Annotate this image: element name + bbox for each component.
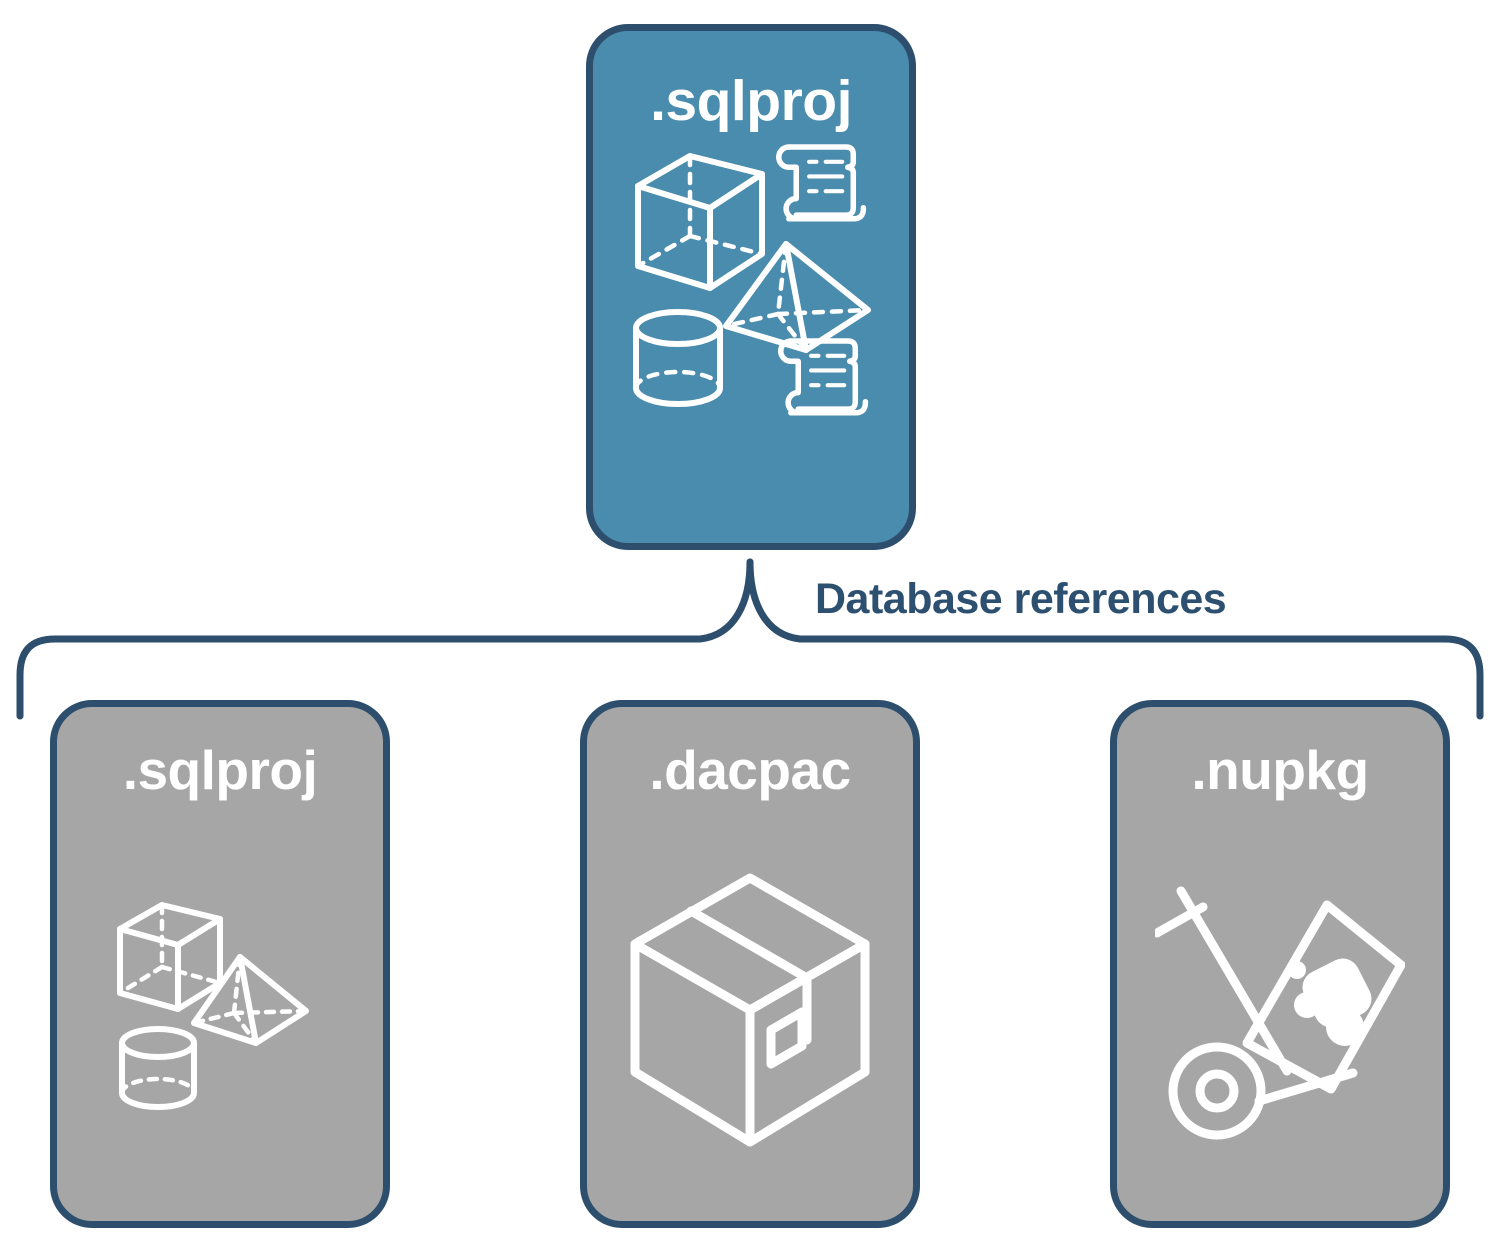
cube-icon: [635, 153, 765, 291]
node-reference-dacpac[interactable]: .dacpac: [580, 700, 920, 1228]
node-sqlproj-ref-title: .sqlproj: [122, 739, 318, 801]
brace-left-arm: [16, 558, 754, 720]
node-reference-sqlproj[interactable]: .sqlproj: [50, 700, 390, 1228]
root-icon-group: [633, 144, 871, 416]
node-dacpac-ref-title: .dacpac: [649, 739, 851, 801]
connector-label-database-references: Database references: [815, 575, 1227, 623]
node-nupkg-ref-icon-area: [1117, 798, 1443, 1221]
node-dacpac-ref-icon-area: [587, 798, 913, 1221]
scroll-icon: [778, 338, 869, 416]
shipping-box-icon: [630, 873, 870, 1146]
node-sqlproj-ref-icon-area: [57, 798, 383, 1221]
hand-truck-package-icon: [1155, 886, 1405, 1139]
node-nupkg-ref-title: .nupkg: [1191, 739, 1369, 801]
cylinder-icon: [119, 1025, 197, 1110]
cube-icon: [117, 901, 223, 1012]
pyramid-icon: [191, 953, 309, 1046]
cylinder-icon: [633, 309, 723, 407]
dolly-wheel: [1168, 1042, 1266, 1139]
pyramid-icon: [723, 241, 871, 353]
shapes-icon-group: [117, 901, 309, 1110]
node-reference-nupkg[interactable]: .nupkg: [1110, 700, 1450, 1228]
dolly-handle: [1155, 902, 1208, 937]
node-root-sqlproj[interactable]: .sqlproj: [586, 24, 916, 550]
nuget-package-box: [1242, 900, 1405, 1093]
scroll-icon: [776, 144, 867, 222]
node-root-title: .sqlproj: [650, 69, 852, 133]
node-root-icon-area: [593, 130, 909, 543]
dolly-rail: [1176, 886, 1292, 1075]
